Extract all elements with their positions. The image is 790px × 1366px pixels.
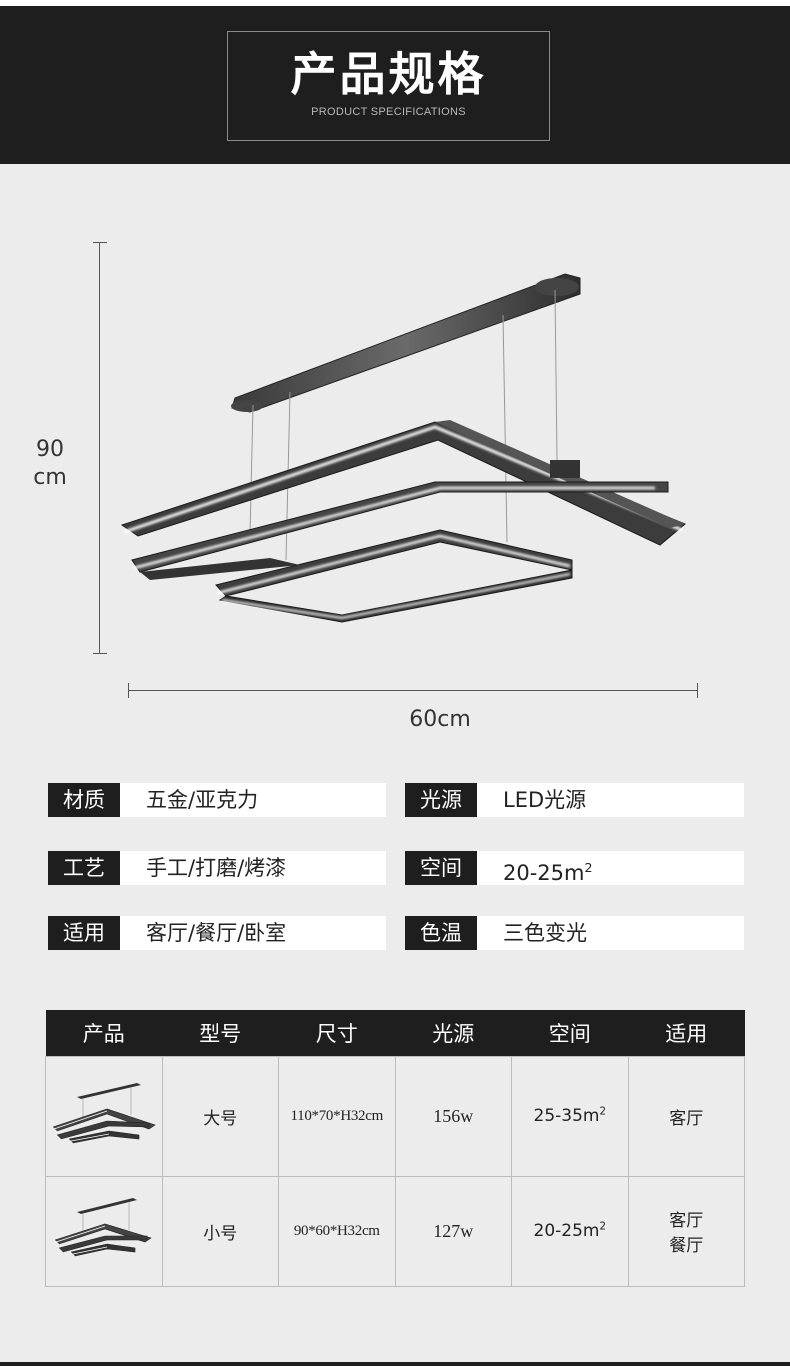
table-header-row: 产品 型号 尺寸 光源 空间 适用 (45, 1010, 745, 1056)
spec-label: 色温 (405, 916, 477, 950)
width-dimension-label: 60cm (409, 707, 471, 732)
spec-label: 工艺 (48, 851, 120, 885)
title-box: 产品规格 PRODUCT SPECIFICATIONS (227, 31, 550, 141)
spec-value: 三色变光 (477, 916, 744, 950)
spec-label: 光源 (405, 783, 477, 817)
use-cell: 客厅 (627, 1055, 745, 1177)
spec-value: LED光源 (477, 783, 744, 817)
top-strip (0, 0, 790, 6)
product-thumbnail-cell (45, 1175, 163, 1287)
spec-value: 20-25m2 (477, 851, 744, 885)
page-title: 产品规格 (290, 47, 487, 101)
height-unit: cm (33, 465, 67, 490)
product-table: 产品 型号 尺寸 光源 空间 适用 大号 1 (45, 1010, 745, 1287)
table-header: 光源 (395, 1010, 512, 1056)
page-subtitle: PRODUCT SPECIFICATIONS (311, 106, 466, 118)
spec-label: 空间 (405, 851, 477, 885)
use-cell: 客厅餐厅 (627, 1175, 745, 1287)
table-header: 产品 (45, 1010, 162, 1056)
product-thumbnail-cell (45, 1055, 163, 1177)
product-thumbnail (52, 1082, 156, 1143)
spec-label: 适用 (48, 916, 120, 950)
space-cell: 25-35m2 (511, 1055, 629, 1177)
table-header: 空间 (511, 1010, 628, 1056)
width-dimension-line (128, 683, 698, 698)
model-cell: 大号 (161, 1055, 279, 1177)
spec-value: 手工/打磨/烤漆 (120, 851, 386, 885)
table-header: 尺寸 (278, 1010, 395, 1056)
model-cell: 小号 (161, 1175, 279, 1287)
bottom-rule (0, 1362, 790, 1366)
height-dimension-line (93, 242, 107, 654)
table-row: 小号 90*60*H32cm 127w 20-25m2 客厅餐厅 (45, 1175, 745, 1287)
table-row: 大号 110*70*H32cm 156w 25-35m2 客厅 (45, 1055, 745, 1177)
height-value: 90 (36, 437, 64, 462)
spec-value: 五金/亚克力 (120, 783, 386, 817)
product-thumbnail (54, 1197, 152, 1256)
power-cell: 127w (394, 1175, 512, 1287)
spec-label: 材质 (48, 783, 120, 817)
power-cell: 156w (394, 1055, 512, 1177)
space-cell: 20-25m2 (511, 1175, 629, 1287)
header-banner: 产品规格 PRODUCT SPECIFICATIONS (0, 6, 790, 164)
table-header: 型号 (162, 1010, 279, 1056)
chandelier-illustration (120, 273, 686, 623)
size-cell: 90*60*H32cm (278, 1175, 396, 1287)
height-dimension-label: 90 cm (28, 436, 72, 492)
size-cell: 110*70*H32cm (278, 1055, 396, 1177)
spec-value: 客厅/餐厅/卧室 (120, 916, 386, 950)
table-header: 适用 (628, 1010, 745, 1056)
